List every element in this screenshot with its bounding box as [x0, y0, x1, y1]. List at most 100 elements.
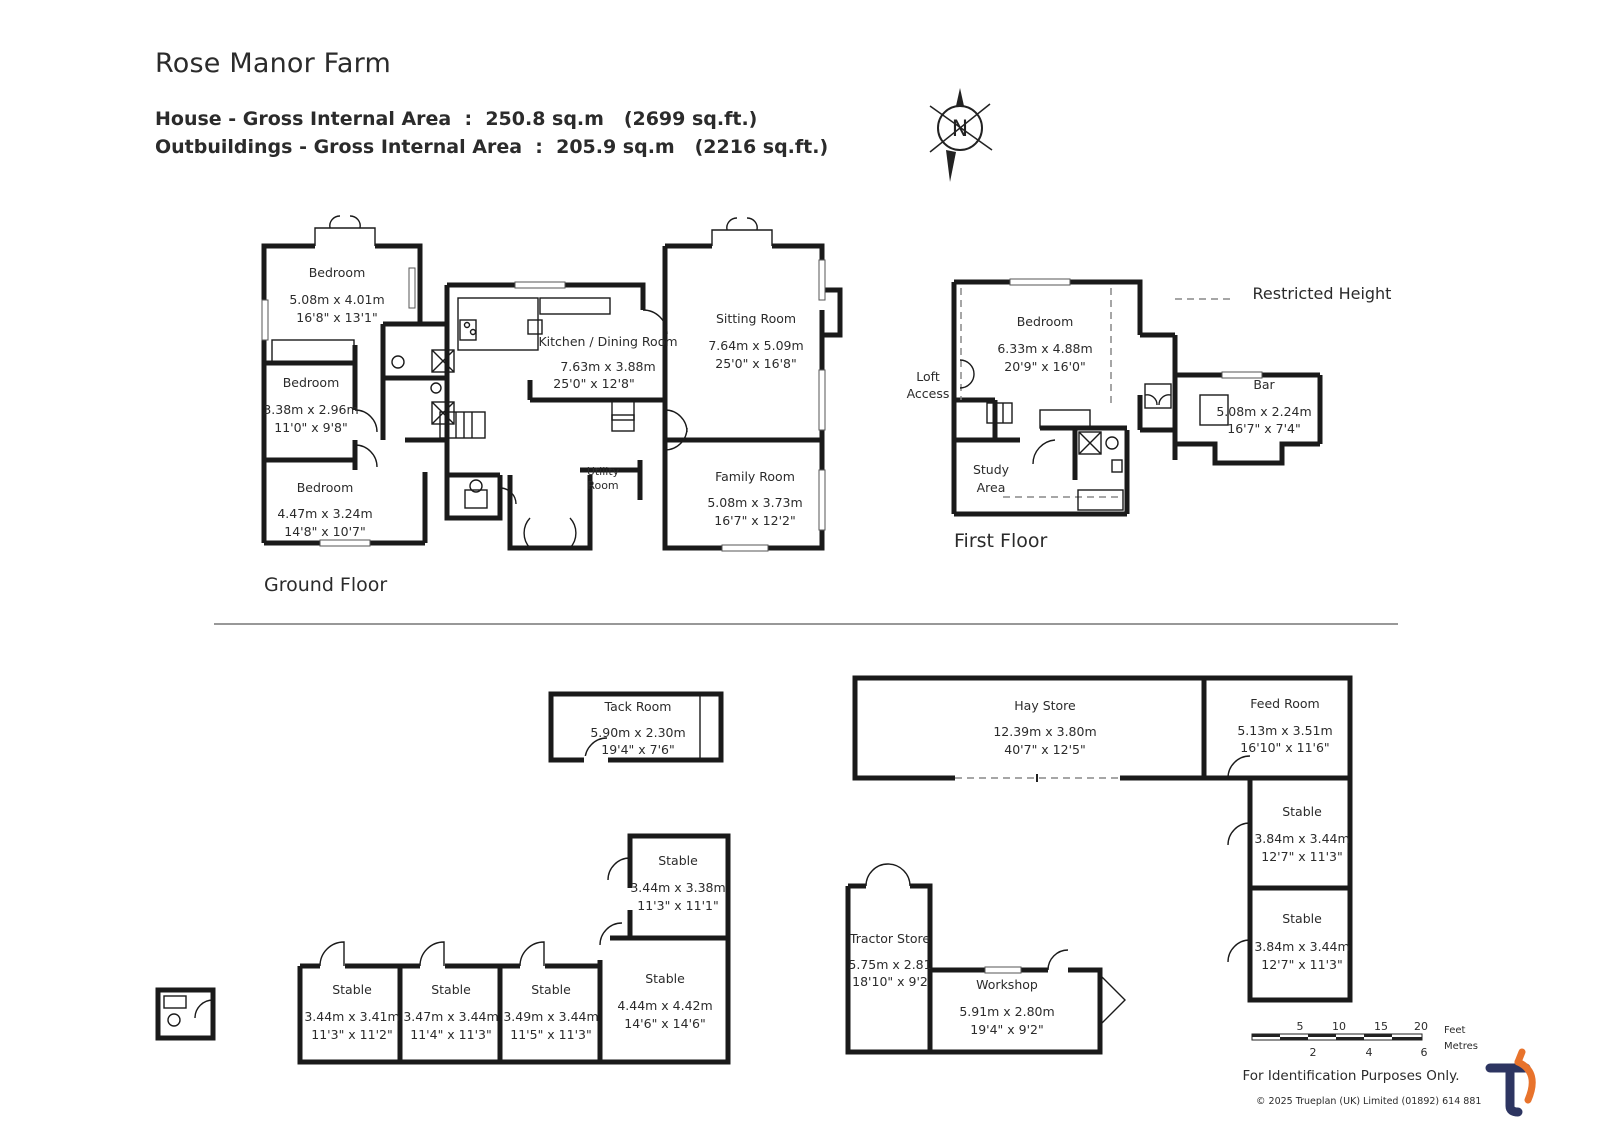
room-gf-bed1: Bedroom 5.08m x 4.01m 16'8" x 13'1" — [289, 265, 384, 325]
room-metric: 6.33m x 4.88m — [997, 341, 1092, 356]
room-name: Tack Room — [604, 699, 672, 714]
room-tack: Tack Room 5.90m x 2.30m 19'4" x 7'6" — [590, 699, 685, 757]
room-metric: 3.47m x 3.44m — [403, 1009, 498, 1024]
room-line1: Loft — [916, 369, 940, 384]
outbuildings-area-label: Outbuildings - Gross Internal Area — [155, 136, 523, 158]
scale-metre-tick: 6 — [1421, 1046, 1428, 1059]
room-imperial: 18'10" x 9'2 — [852, 974, 928, 989]
scale-feet-label: Feet — [1444, 1025, 1466, 1036]
house-area: House - Gross Internal Area : 250.8 sq.m… — [155, 108, 757, 130]
room-line2: Access — [907, 386, 950, 401]
page-title: Rose Manor Farm — [155, 48, 392, 79]
room-name: Kitchen / Dining Room — [538, 334, 677, 349]
room-metric: 5.75m x 2.81 — [848, 957, 931, 972]
room-imperial: 19'4" x 7'6" — [601, 742, 674, 757]
room-imperial: 12'7" x 11'3" — [1261, 957, 1342, 972]
room-imperial: 11'5" x 11'3" — [510, 1027, 591, 1042]
outbuildings-area-sqm: 205.9 sq.m — [556, 136, 675, 158]
room-workshop: Workshop 5.91m x 2.80m 19'4" x 9'2" — [959, 977, 1054, 1037]
room-stable-1: Stable 3.44m x 3.41m 11'3" x 11'2" — [304, 982, 399, 1042]
room-name: Stable — [1282, 804, 1322, 819]
room-imperial: 25'0" x 12'8" — [553, 376, 634, 391]
room-imperial: 16'7" x 12'2" — [714, 513, 795, 528]
room-line1: Study — [973, 462, 1010, 477]
scale-metres-label: Metres — [1444, 1041, 1478, 1052]
room-name: Bedroom — [1017, 314, 1074, 329]
room-metric: 5.08m x 3.73m — [707, 495, 802, 510]
room-stable-top: Stable 3.44m x 3.38m 11'3" x 11'1" — [630, 853, 725, 913]
room-tractor: Tractor Store 5.75m x 2.81 18'10" x 9'2 — [848, 931, 931, 989]
room-metric: 7.63m x 3.88m — [560, 359, 655, 374]
room-line2: Area — [977, 480, 1006, 495]
room-metric: 3.44m x 3.38m — [630, 880, 725, 895]
room-name: Family Room — [715, 469, 795, 484]
room-stable-2: Stable 3.47m x 3.44m 11'4" x 11'3" — [403, 982, 498, 1042]
room-imperial: 11'3" x 11'2" — [311, 1027, 392, 1042]
house-area-label: House - Gross Internal Area — [155, 108, 452, 130]
room-metric: 5.08m x 4.01m — [289, 292, 384, 307]
scale-bar: 5 10 15 20 2 4 6 Feet Metres — [1251, 1020, 1478, 1059]
scale-feet-tick: 5 — [1297, 1020, 1304, 1033]
room-metric: 4.44m x 4.42m — [617, 998, 712, 1013]
outbuildings-area-sqft: (2216 sq.ft.) — [694, 136, 829, 158]
room-name: Stable — [645, 971, 685, 986]
room-metric: 5.91m x 2.80m — [959, 1004, 1054, 1019]
house-area-sqm: 250.8 sq.m — [485, 108, 604, 130]
room-ff-bed: Bedroom 6.33m x 4.88m 20'9" x 16'0" — [997, 314, 1092, 374]
label-loft: Loft Access — [907, 369, 950, 401]
disclaimer: For Identification Purposes Only. — [1243, 1068, 1460, 1084]
separator: : — [451, 108, 486, 130]
room-metric: 3.84m x 3.44m — [1254, 939, 1349, 954]
room-metric: 3.84m x 3.44m — [1254, 831, 1349, 846]
first-floor-plan — [951, 278, 1323, 517]
room-stable-big: Stable 4.44m x 4.42m 14'6" x 14'6" — [617, 971, 712, 1031]
restricted-height-label: Restricted Height — [1253, 284, 1392, 303]
room-stable-r2: Stable 3.84m x 3.44m 12'7" x 11'3" — [1254, 911, 1349, 972]
room-imperial: 11'3" x 11'1" — [637, 898, 718, 913]
scale-feet-tick: 15 — [1374, 1020, 1388, 1033]
outbuildings-area: Outbuildings - Gross Internal Area : 205… — [155, 136, 828, 158]
room-hay: Hay Store 12.39m x 3.80m 40'7" x 12'5" — [993, 698, 1096, 757]
outbuildings-plan — [155, 675, 1353, 1065]
room-imperial: 25'0" x 16'8" — [715, 356, 796, 371]
trueplan-logo-icon — [1485, 1048, 1536, 1117]
scale-feet-tick: 10 — [1332, 1020, 1346, 1033]
compass-letter: N — [952, 117, 968, 142]
room-imperial: 16'10" x 11'6" — [1240, 740, 1329, 755]
room-gf-bed2: Bedroom 3.38m x 2.96m 11'0" x 9'8" — [263, 375, 358, 435]
room-imperial: 11'4" x 11'3" — [410, 1027, 491, 1042]
room-imperial: 14'8" x 10'7" — [284, 524, 365, 539]
room-imperial: 14'6" x 14'6" — [624, 1016, 705, 1031]
room-name: Tractor Store — [849, 931, 930, 946]
room-name: Stable — [531, 982, 571, 997]
scale-feet-tick: 20 — [1414, 1020, 1428, 1033]
separator: : — [522, 136, 557, 158]
room-name: Stable — [1282, 911, 1322, 926]
room-kitchen: Kitchen / Dining Room 7.63m x 3.88m 25'0… — [538, 334, 677, 391]
room-utility: Utility Room — [587, 465, 620, 492]
ground-floor-label: Ground Floor — [264, 574, 387, 596]
copyright: © 2025 Trueplan (UK) Limited (01892) 614… — [1256, 1096, 1481, 1107]
room-bar: Bar 5.08m x 2.24m 16'7" x 7'4" — [1216, 377, 1311, 436]
room-line1: Utility — [587, 465, 620, 478]
house-area-sqft: (2699 sq.ft.) — [623, 108, 758, 130]
compass-icon: N — [929, 88, 993, 182]
ground-floor-plan — [261, 215, 843, 552]
room-stable-r1: Stable 3.84m x 3.44m 12'7" x 11'3" — [1254, 804, 1349, 864]
room-sitting: Sitting Room 7.64m x 5.09m 25'0" x 16'8" — [708, 311, 803, 371]
room-metric: 5.08m x 2.24m — [1216, 404, 1311, 419]
room-imperial: 16'8" x 13'1" — [296, 310, 377, 325]
room-imperial: 12'7" x 11'3" — [1261, 849, 1342, 864]
room-family: Family Room 5.08m x 3.73m 16'7" x 12'2" — [707, 469, 802, 528]
room-stable-3: Stable 3.49m x 3.44m 11'5" x 11'3" — [503, 982, 598, 1042]
room-metric: 4.47m x 3.24m — [277, 506, 372, 521]
room-name: Bedroom — [283, 375, 340, 390]
room-name: Bar — [1253, 377, 1275, 392]
room-gf-bed3: Bedroom 4.47m x 3.24m 14'8" x 10'7" — [277, 480, 372, 539]
room-imperial: 16'7" x 7'4" — [1227, 421, 1300, 436]
room-imperial: 20'9" x 16'0" — [1004, 359, 1085, 374]
room-name: Workshop — [976, 977, 1038, 992]
room-metric: 3.49m x 3.44m — [503, 1009, 598, 1024]
room-feed: Feed Room 5.13m x 3.51m 16'10" x 11'6" — [1237, 696, 1332, 755]
